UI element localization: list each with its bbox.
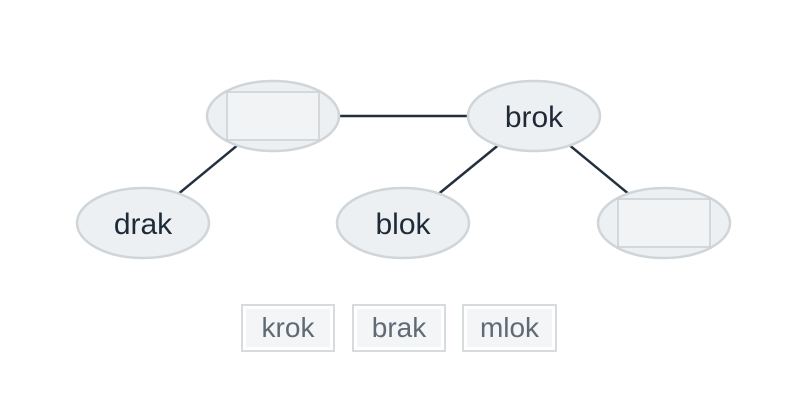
answer-tile-krok[interactable]: krok <box>241 304 335 352</box>
node-label: brok <box>505 101 564 134</box>
tree-node-leaf-2: blok <box>335 186 471 260</box>
tree-node-root-right: brok <box>466 79 602 153</box>
tree-edges <box>178 114 629 195</box>
blank-drop-slot[interactable] <box>226 91 320 141</box>
edge-root-right-leaf-3 <box>569 144 629 195</box>
blank-drop-slot[interactable] <box>617 198 711 248</box>
tree-nodes: brok drak blok <box>75 79 732 260</box>
edge-root-left-leaf-1 <box>178 144 238 195</box>
node-ellipse <box>335 186 471 260</box>
tree-node-leaf-3[interactable] <box>596 186 732 260</box>
node-ellipse <box>466 79 602 153</box>
answer-tile-mlok[interactable]: mlok <box>462 304 557 352</box>
node-ellipse <box>75 186 211 260</box>
node-label: drak <box>114 208 173 241</box>
answer-tile-brak[interactable]: brak <box>352 304 446 352</box>
node-label: blok <box>375 208 431 241</box>
edge-root-right-leaf-2 <box>438 144 499 195</box>
tree-node-root-left[interactable] <box>205 79 341 153</box>
tree-node-leaf-1: drak <box>75 186 211 260</box>
